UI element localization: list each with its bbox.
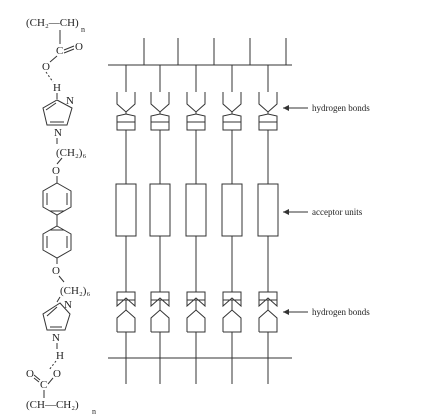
hbond-bottom-base-3 <box>186 291 206 301</box>
label-acceptor-units-text: acceptor units <box>312 207 363 217</box>
ether-oxygen-bottom: O <box>52 265 60 277</box>
h-bond-dash-bottom <box>48 360 57 371</box>
imidazole-n-top: N <box>66 95 74 107</box>
acceptor-unit-4 <box>221 183 243 237</box>
hbond-bottom-acceptor-2 <box>150 297 170 308</box>
carbonyl-bond-1 <box>63 45 75 51</box>
hbond-bottom-acceptor-3 <box>186 297 206 308</box>
label-acceptor-units: acceptor units <box>283 207 363 217</box>
spacer-top: (CH₂)₆ <box>56 147 86 159</box>
ester-carbon: C <box>56 45 63 57</box>
hbond-top-acceptor-1 <box>116 113 136 123</box>
chemical-structure: (CH₂—CH) n C O O H N N (CH₂)₆ O <box>26 17 96 416</box>
hbond-bottom-donor-5 <box>258 309 278 333</box>
label-hydrogen-bonds-bottom-text: hydrogen bonds <box>312 307 370 317</box>
ether-oxygen-top: O <box>52 165 60 177</box>
o-to-spacer-bond-bottom <box>58 275 65 283</box>
ester-carbon-bottom: C <box>40 379 47 391</box>
phenyl-ring-2 <box>42 225 72 259</box>
hbond-top-base-2 <box>150 121 170 131</box>
hbond-top-acceptor-4 <box>222 113 242 123</box>
label-hydrogen-bonds-bottom: hydrogen bonds <box>283 307 370 317</box>
schematic: hydrogen bonds acceptor units hydrogen b… <box>108 38 370 384</box>
schematic-columns <box>115 38 287 384</box>
acceptor-unit-2 <box>149 183 171 237</box>
hbond-top-acceptor-5 <box>258 113 278 123</box>
spacer-to-o-bond-top <box>56 157 63 165</box>
hbond-bottom-donor-4 <box>222 309 242 333</box>
label-hydrogen-bonds-top-text: hydrogen bonds <box>312 103 370 113</box>
imidazole-n-top-2: N <box>54 127 62 139</box>
hbond-top-base-3 <box>186 121 206 131</box>
carbonyl-bond-bottom-2 <box>33 377 40 383</box>
carbonyl-oxygen-bottom: O <box>26 368 34 380</box>
acceptor-unit-5 <box>257 183 279 237</box>
hbond-top-donor-1 <box>116 92 136 113</box>
hbond-bottom-acceptor-1 <box>116 297 136 308</box>
hbond-bottom-base-5 <box>258 291 278 301</box>
hbond-top-base-1 <box>116 121 136 131</box>
ester-oxygen-bottom: O <box>53 368 61 380</box>
top-backbone-subscript: n <box>81 25 85 34</box>
hbond-top-donor-5 <box>258 92 278 113</box>
ester-oxygen: O <box>42 61 50 73</box>
bottom-backbone-subscript: n <box>92 407 96 416</box>
hbond-bottom-donor-3 <box>186 309 206 333</box>
hbond-top-base-5 <box>258 121 278 131</box>
hbond-bottom-donor-1 <box>116 309 136 333</box>
hbond-bottom-base-2 <box>150 291 170 301</box>
hydrogen-top: H <box>53 82 61 94</box>
hbond-bottom-base-1 <box>116 291 136 301</box>
imidazole-n-bottom-top: N <box>64 299 72 311</box>
ester-o-bond-bottom <box>47 377 54 385</box>
hbond-bottom-acceptor-4 <box>222 297 242 308</box>
carbonyl-bond-2 <box>63 48 75 54</box>
hbond-top-donor-4 <box>222 92 242 113</box>
imidazole-ring-top <box>42 99 73 126</box>
hbond-bottom-acceptor-5 <box>258 297 278 308</box>
top-backbone-text: (CH₂—CH) <box>26 17 79 29</box>
hbond-top-acceptor-3 <box>186 113 206 123</box>
h-bond-dash-top <box>45 71 54 83</box>
hbond-top-acceptor-2 <box>150 113 170 123</box>
spacer-bottom: (CH₂)₆ <box>60 285 90 297</box>
label-hydrogen-bonds-top: hydrogen bonds <box>283 103 370 113</box>
hbond-bottom-base-4 <box>222 291 242 301</box>
phenyl-ring-1 <box>42 182 72 216</box>
hbond-top-donor-3 <box>186 92 206 113</box>
imidazole-ring-bottom <box>42 302 71 331</box>
carbonyl-oxygen: O <box>75 41 83 53</box>
imidazole-n-bottom: N <box>52 332 60 344</box>
hbond-top-donor-2 <box>150 92 170 113</box>
hydrogen-bottom: H <box>56 350 64 362</box>
ester-o-bond <box>49 55 58 63</box>
hbond-bottom-donor-2 <box>150 309 170 333</box>
acceptor-unit-1 <box>115 183 137 237</box>
spacer-to-n-bond-bottom <box>56 296 61 303</box>
acceptor-unit-3 <box>185 183 207 237</box>
carbonyl-bond-bottom-1 <box>33 374 41 381</box>
hbond-top-base-4 <box>222 121 242 131</box>
bottom-backbone-text: (CH—CH₂) <box>26 399 79 411</box>
